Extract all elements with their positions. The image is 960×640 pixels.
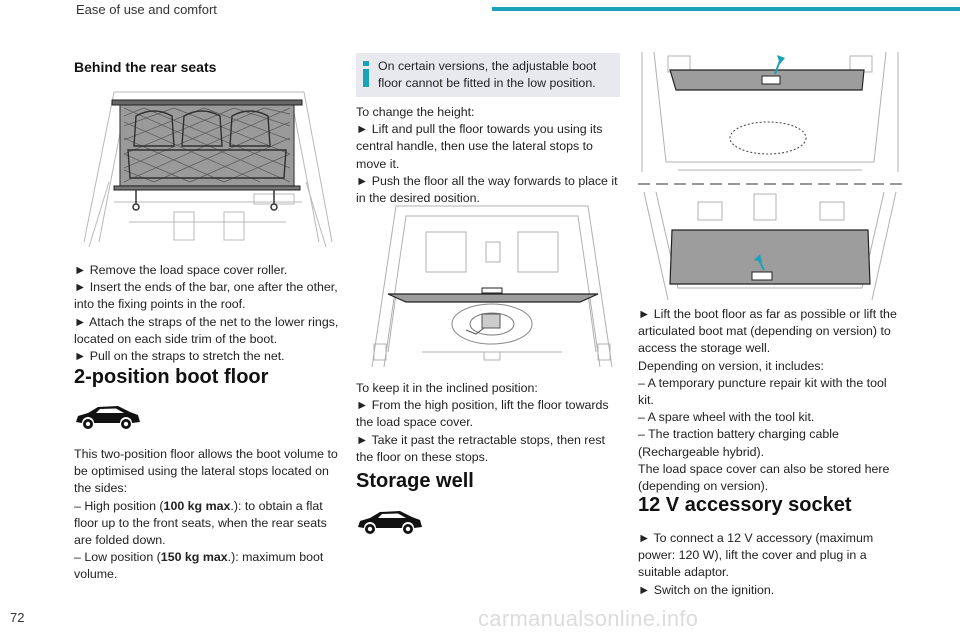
info-icon xyxy=(362,61,370,87)
watermark: carmanualsonline.info xyxy=(478,606,699,631)
change-height-instructions: To change the height: ► Lift and pull th… xyxy=(356,105,618,206)
header-accent-bar xyxy=(492,7,960,11)
illustration-load-net xyxy=(74,82,342,254)
car-silhouette-icon xyxy=(356,509,424,535)
boot-floor-description: This two-position floor allows the boot … xyxy=(74,446,348,584)
heading-behind-rear-seats: Behind the rear seats xyxy=(74,59,217,75)
note-text: On certain versions, the adjustable boot… xyxy=(378,59,597,91)
illustration-inclined-floor xyxy=(366,202,618,372)
car-silhouette-icon xyxy=(74,404,142,430)
info-note: On certain versions, the adjustable boot… xyxy=(356,53,620,97)
illustration-storage-well xyxy=(638,52,902,300)
storage-well-text: ► Lift the boot floor as far as possible… xyxy=(638,307,897,494)
page-number: 72 xyxy=(10,610,25,625)
heading-storage-well: Storage well xyxy=(356,470,474,492)
net-instructions: ► Remove the load space cover roller. ► … xyxy=(74,263,339,364)
heading-boot-floor: 2-position boot floor xyxy=(74,366,269,388)
low-position-line: – Low position (150 kg max.): maximum bo… xyxy=(74,550,324,565)
inclined-instructions: To keep it in the inclined position: ► F… xyxy=(356,381,609,464)
socket-text: ► To connect a 12 V accessory (maximum p… xyxy=(638,531,874,597)
running-header: Ease of use and comfort xyxy=(76,2,217,17)
high-position-line: – High position (100 kg max.): to obtain… xyxy=(74,498,323,513)
heading-accessory-socket: 12 V accessory socket xyxy=(638,494,852,516)
